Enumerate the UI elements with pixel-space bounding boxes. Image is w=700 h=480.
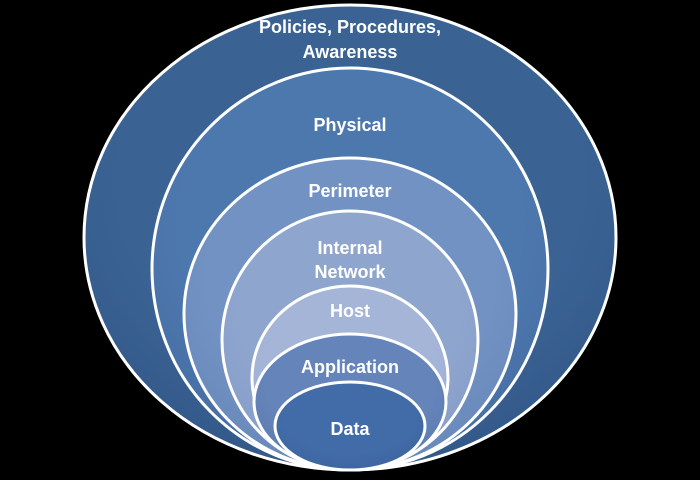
layer-label-host: Host [330, 301, 370, 321]
layer-label-internal-network-line2: Network [314, 262, 386, 282]
layer-label-physical: Physical [313, 115, 386, 135]
layer-label-data: Data [330, 419, 370, 439]
layer-label-internal-network-line1: Internal [317, 238, 382, 258]
layer-label-policies-line1: Policies, Procedures, [259, 17, 441, 37]
layer-label-policies-line2: Awareness [303, 42, 398, 62]
layer-ellipse-data [273, 380, 427, 472]
layer-label-perimeter: Perimeter [308, 181, 391, 201]
layer-label-application: Application [301, 357, 399, 377]
